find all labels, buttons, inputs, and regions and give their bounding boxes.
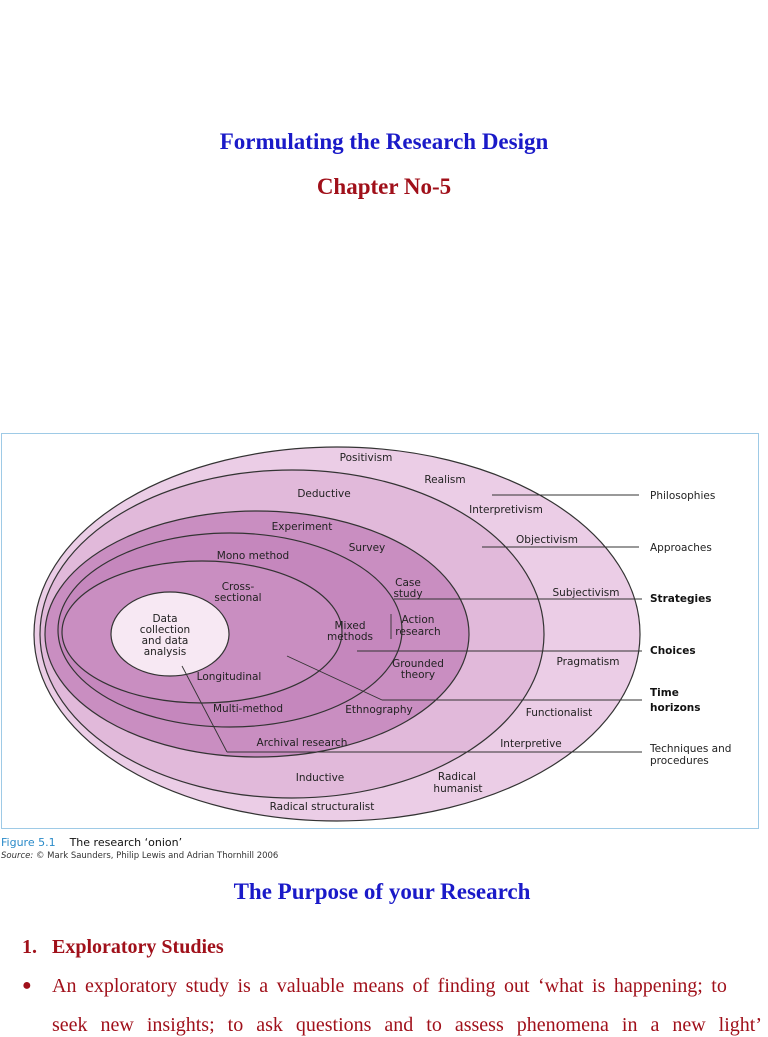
label-multi-method: Multi-method xyxy=(213,703,283,715)
layer-philosophies: Philosophies xyxy=(650,490,715,502)
research-onion-figure: Positivism Realism Deductive Interpretiv… xyxy=(1,433,759,829)
label-action-research: research xyxy=(395,626,440,638)
list-item: 1. Exploratory Studies xyxy=(22,936,224,959)
label-subjectivism: Subjectivism xyxy=(553,587,620,599)
layer-techniques: Techniques and xyxy=(649,743,731,755)
figure-number: Figure 5.1 xyxy=(1,836,56,849)
label-action-research: Action xyxy=(402,614,435,626)
label-mixed-methods: Mixed xyxy=(335,620,366,632)
label-interpretive: Interpretive xyxy=(500,738,562,750)
figure-caption: Figure 5.1 The research ‘onion’ xyxy=(1,836,182,849)
label-objectivism: Objectivism xyxy=(516,534,578,546)
label-case-study: Case xyxy=(395,577,421,589)
connector-line xyxy=(286,655,383,701)
label-cross-sectional: Cross- xyxy=(222,581,255,593)
bullet-item: ● An exploratory study is a valuable mean… xyxy=(22,975,727,998)
label-functionalist: Functionalist xyxy=(526,707,593,719)
research-onion-diagram: Positivism Realism Deductive Interpretiv… xyxy=(33,446,731,822)
label-realism: Realism xyxy=(424,474,465,486)
figure-caption-text: The research ‘onion’ xyxy=(69,836,183,849)
label-grounded-theory: theory xyxy=(401,669,435,681)
label-inductive: Inductive xyxy=(296,772,345,784)
layer-time-horizons: Time xyxy=(650,687,679,699)
figure-source: Source: © Mark Saunders, Philip Lewis an… xyxy=(1,851,278,861)
label-interpretivism: Interpretivism xyxy=(469,504,543,516)
label-radical-humanist: humanist xyxy=(433,783,482,795)
label-radical-structuralist: Radical structuralist xyxy=(270,801,375,813)
label-ethnography: Ethnography xyxy=(345,704,412,716)
label-cross-sectional: sectional xyxy=(214,592,261,604)
core-data-collection xyxy=(110,591,230,677)
chapter-heading: Chapter No-5 xyxy=(316,174,452,199)
label-mixed-methods: methods xyxy=(327,631,373,643)
layer-strategies: Strategies xyxy=(650,593,711,605)
label-radical-humanist: Radical xyxy=(438,771,476,783)
list-item-title: Exploratory Studies xyxy=(52,936,224,958)
layer-techniques: procedures xyxy=(650,755,709,767)
layer-approaches: Approaches xyxy=(650,542,712,554)
document-title: Formulating the Research Design xyxy=(219,129,549,154)
label-longitudinal: Longitudinal xyxy=(197,671,262,683)
label-data-collection: analysis xyxy=(144,646,187,658)
source-label: Source: xyxy=(1,851,34,861)
label-data-collection: Data xyxy=(152,613,177,625)
label-data-collection: and data xyxy=(142,635,189,647)
bullet-text-continuation: seek new insights; to ask questions and … xyxy=(52,1014,763,1036)
bullet-icon: ● xyxy=(22,977,32,994)
label-deductive: Deductive xyxy=(297,488,350,500)
label-experiment: Experiment xyxy=(272,521,333,533)
label-case-study: study xyxy=(393,588,422,600)
label-survey: Survey xyxy=(349,542,386,554)
layer-time-horizons: horizons xyxy=(650,702,701,714)
label-grounded-theory: Grounded xyxy=(392,658,444,670)
list-item-number: 1. xyxy=(22,936,37,958)
label-pragmatism: Pragmatism xyxy=(557,656,620,668)
source-text: © Mark Saunders, Philip Lewis and Adrian… xyxy=(35,851,279,861)
connector-line xyxy=(181,665,228,753)
layer-choices: Choices xyxy=(650,645,696,657)
label-data-collection: collection xyxy=(140,624,190,636)
bullet-text: An exploratory study is a valuable means… xyxy=(52,975,727,997)
label-positivism: Positivism xyxy=(340,452,393,464)
section-heading: The Purpose of your Research xyxy=(233,879,531,904)
label-archival-research: Archival research xyxy=(257,737,348,749)
label-mono-method: Mono method xyxy=(217,550,289,562)
